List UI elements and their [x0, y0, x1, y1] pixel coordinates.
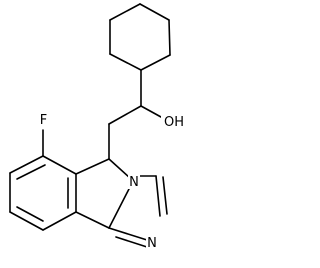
- bond: [9, 155, 44, 174]
- bond: [162, 176, 168, 215]
- imidazole-nitrogen-label: N: [147, 236, 157, 251]
- bond: [42, 155, 77, 175]
- bond: [108, 105, 142, 125]
- bond: [140, 105, 162, 118]
- bond: [42, 211, 77, 231]
- hydroxyl-label: OH: [164, 115, 184, 130]
- cyclohexyl-ring: [109, 3, 171, 71]
- bond: [75, 158, 110, 175]
- bond: [108, 227, 148, 241]
- bond: [16, 206, 44, 222]
- bond: [109, 53, 142, 71]
- bond: [108, 186, 131, 229]
- bond: [109, 3, 141, 21]
- bond: [140, 54, 171, 71]
- bond: [115, 236, 148, 248]
- benzene-ring: [9, 155, 77, 231]
- fluorine-label: F: [40, 113, 47, 128]
- bond: [108, 158, 131, 179]
- imidazole-ring: [108, 175, 168, 248]
- atom-labels: F OH N N: [37, 110, 187, 251]
- bond: [168, 19, 171, 56]
- bond: [139, 3, 170, 21]
- five-membered-ring: [75, 158, 131, 229]
- chemical-structure-diagram: F OH N N: [9, 3, 187, 251]
- ring-nitrogen-label: N: [129, 175, 139, 190]
- bond: [9, 211, 44, 231]
- bond: [16, 164, 46, 180]
- side-chain: [108, 69, 162, 160]
- bond: [75, 211, 110, 229]
- bond: [155, 175, 161, 217]
